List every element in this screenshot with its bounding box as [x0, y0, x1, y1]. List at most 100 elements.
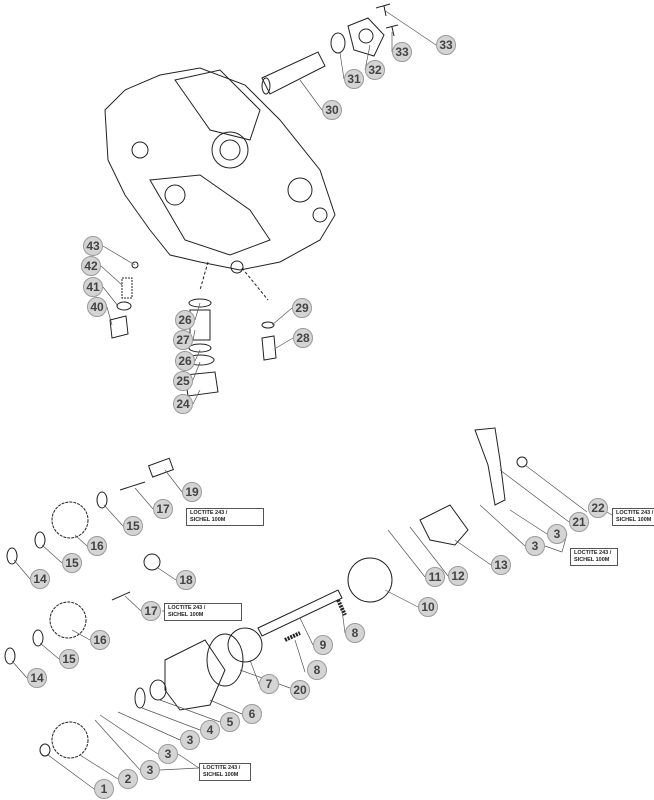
callout-21: 21 [569, 512, 589, 532]
callout-13: 13 [491, 555, 511, 575]
callout-29: 29 [292, 298, 312, 318]
kick-lever-21 [474, 427, 506, 506]
cover-32 [347, 17, 385, 57]
loctite-note: LOCTITE 243 /SICHEL 100M [164, 603, 242, 621]
callout-41: 41 [83, 277, 103, 297]
callout-3: 3 [525, 536, 545, 556]
callout-3: 3 [158, 744, 178, 764]
callout-32: 32 [365, 60, 385, 80]
bolt-17 [119, 481, 146, 491]
callout-15: 15 [62, 553, 82, 573]
gear-2 [51, 721, 89, 759]
loctite-note: LOCTITE 243 /SICHEL 100M [612, 508, 654, 526]
rotor-7 [227, 627, 263, 663]
callout-26: 26 [175, 351, 195, 371]
rotor-10 [347, 557, 393, 603]
note-line: SICHEL 100M [574, 557, 610, 563]
callout-9: 9 [313, 635, 333, 655]
spring-8b [336, 599, 347, 616]
callout-3: 3 [180, 730, 200, 750]
bolt-33b [385, 24, 399, 37]
spring-42 [121, 277, 133, 299]
note-line: SICHEL 100M [168, 612, 204, 618]
bolt-17b [111, 591, 131, 601]
callout-33: 33 [436, 35, 456, 55]
callout-17: 17 [153, 499, 173, 519]
callout-28: 28 [293, 328, 313, 348]
callout-3: 3 [547, 524, 567, 544]
callout-27: 27 [173, 330, 193, 350]
callout-22: 22 [588, 498, 608, 518]
callout-14: 14 [30, 569, 50, 589]
callout-24: 24 [173, 394, 193, 414]
ball-43 [131, 261, 139, 269]
washer-15c [32, 629, 44, 647]
callout-19: 19 [182, 482, 202, 502]
loctite-note: LOCTITE 243 /SICHEL 100M [186, 508, 264, 526]
seal-5 [149, 679, 167, 701]
cover-13 [419, 504, 469, 546]
note-line: LOCTITE 243 / [616, 510, 654, 516]
callout-20: 20 [290, 680, 310, 700]
sleeve-19 [147, 457, 174, 478]
pump-cover-6 [164, 639, 226, 711]
crankcase-half [104, 67, 336, 274]
callout-25: 25 [173, 371, 193, 391]
note-line: LOCTITE 243 / [203, 765, 241, 771]
callout-8: 8 [345, 623, 365, 643]
note-line: LOCTITE 243 / [190, 510, 228, 516]
circlip-4 [134, 687, 146, 709]
note-line: LOCTITE 243 / [574, 550, 612, 556]
washer-15b [34, 531, 46, 549]
note-line: SICHEL 100M [616, 517, 652, 523]
callout-30: 30 [322, 100, 342, 120]
gear-16b [49, 601, 87, 639]
callout-40: 40 [87, 297, 107, 317]
bolt-33 [375, 3, 391, 17]
callout-7: 7 [259, 674, 279, 694]
o-ring-31 [330, 32, 346, 54]
callout-31: 31 [344, 69, 364, 89]
spring-8 [284, 631, 301, 642]
callout-15: 15 [59, 649, 79, 669]
note-line: SICHEL 100M [190, 517, 226, 523]
callout-18: 18 [176, 570, 196, 590]
o-ring-29 [261, 321, 275, 329]
callout-26: 26 [175, 310, 195, 330]
oil-pipe-30 [261, 51, 326, 95]
callout-15: 15 [123, 516, 143, 536]
callout-10: 10 [418, 597, 438, 617]
gear-16 [51, 501, 89, 539]
o-ring-26 [188, 298, 212, 308]
plug-40 [109, 315, 129, 339]
loctite-note: LOCTITE 243 /SICHEL 100M [199, 763, 251, 781]
callout-12: 12 [448, 566, 468, 586]
callout-43: 43 [83, 236, 103, 256]
sensor-28 [261, 335, 277, 361]
callout-1: 1 [94, 779, 114, 799]
callout-33: 33 [392, 42, 412, 62]
shaft-9 [257, 589, 343, 637]
callout-14: 14 [27, 668, 47, 688]
note-line: LOCTITE 243 / [168, 605, 206, 611]
ring-14 [6, 547, 18, 565]
callout-6: 6 [242, 704, 262, 724]
bolt-22 [516, 456, 528, 468]
loctite-note: LOCTITE 243 /SICHEL 100M [570, 548, 618, 566]
ring-1 [39, 743, 51, 757]
callout-8: 8 [307, 660, 327, 680]
o-ring-20 [206, 633, 244, 687]
callout-4: 4 [200, 720, 220, 740]
callout-11: 11 [425, 567, 445, 587]
nozzle-18 [143, 553, 161, 571]
callout-3: 3 [140, 760, 160, 780]
callout-42: 42 [81, 256, 101, 276]
callout-2: 2 [118, 769, 138, 789]
callout-17: 17 [141, 601, 161, 621]
ring-14b [4, 647, 16, 665]
washer-41 [116, 301, 132, 311]
callout-5: 5 [220, 712, 240, 732]
callout-16: 16 [87, 536, 107, 556]
washer-15 [96, 491, 108, 509]
